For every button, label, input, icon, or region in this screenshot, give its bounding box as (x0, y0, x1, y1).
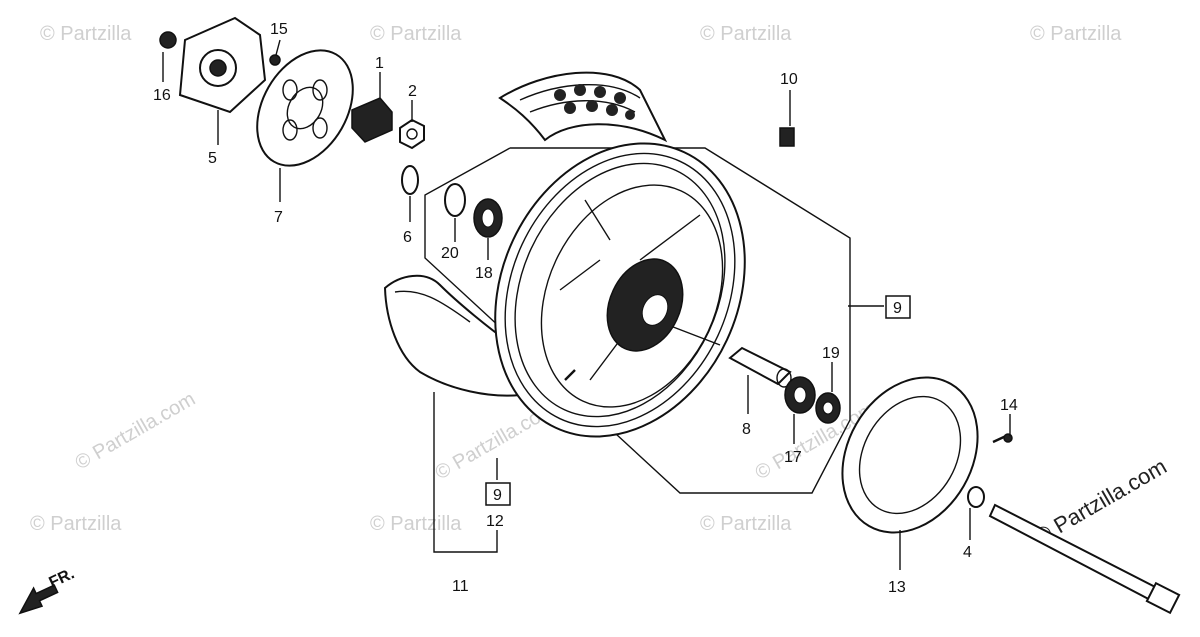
watermark-text: © Partzilla (700, 513, 792, 535)
axle-block (351, 97, 393, 143)
watermark-text: © Partzilla.com (72, 388, 200, 474)
callout-20: 20 (441, 245, 459, 262)
callout-10: 10 (780, 71, 798, 88)
rear-axle (988, 503, 1181, 615)
sprocket-flange (159, 16, 281, 114)
callout-13: 13 (888, 579, 906, 596)
rear-wheel (494, 142, 746, 438)
tire-upper-section (498, 71, 668, 143)
callout-18: 18 (475, 265, 493, 282)
nut-16 (159, 31, 177, 49)
callout-17: 17 (784, 449, 802, 466)
sprocket (256, 49, 354, 167)
watermark-text: © Partzilla (700, 23, 792, 45)
front-direction-arrow: FR. (18, 565, 78, 615)
callout-labels: 1 2 4 5 6 7 8 9 9 10 11 12 13 14 15 16 1… (153, 21, 1018, 596)
callout-7: 7 (274, 209, 283, 226)
disc-bolt (992, 433, 1013, 444)
callout-4: 4 (963, 544, 972, 561)
bolt-15 (269, 54, 281, 66)
callout-9-assembly: 9 (893, 300, 902, 317)
callout-9-valve: 9 (493, 487, 502, 504)
watermark-text: © Partzilla (370, 513, 462, 535)
callout-box-9 (485, 482, 511, 506)
washer (401, 165, 419, 195)
brake-disc (841, 376, 979, 534)
callout-8: 8 (742, 421, 751, 438)
axle-nut (399, 118, 425, 150)
assembly-outline (424, 147, 851, 494)
watermark-text: © Partzilla (370, 23, 462, 45)
leader-lines (162, 39, 1011, 570)
distance-collar (728, 346, 792, 388)
callout-16: 16 (153, 87, 171, 104)
callout-12: 12 (486, 513, 504, 530)
callout-box-9 (885, 295, 911, 319)
callout-6: 6 (403, 229, 412, 246)
callout-14: 14 (1000, 397, 1018, 414)
front-label: FR. (47, 565, 78, 591)
tire-valve (779, 127, 795, 147)
callout-15: 15 (270, 21, 288, 38)
callout-1: 1 (375, 55, 384, 72)
callout-11: 11 (452, 578, 469, 595)
side-collar (967, 486, 985, 508)
watermark-text: © Partzilla (40, 23, 132, 45)
watermark-text: © Partzilla (30, 513, 122, 535)
callout-2: 2 (408, 83, 417, 100)
watermark-text: © Partzilla (1030, 23, 1122, 45)
oil-seal (444, 183, 466, 217)
callout-19: 19 (822, 345, 840, 362)
callout-5: 5 (208, 150, 217, 167)
